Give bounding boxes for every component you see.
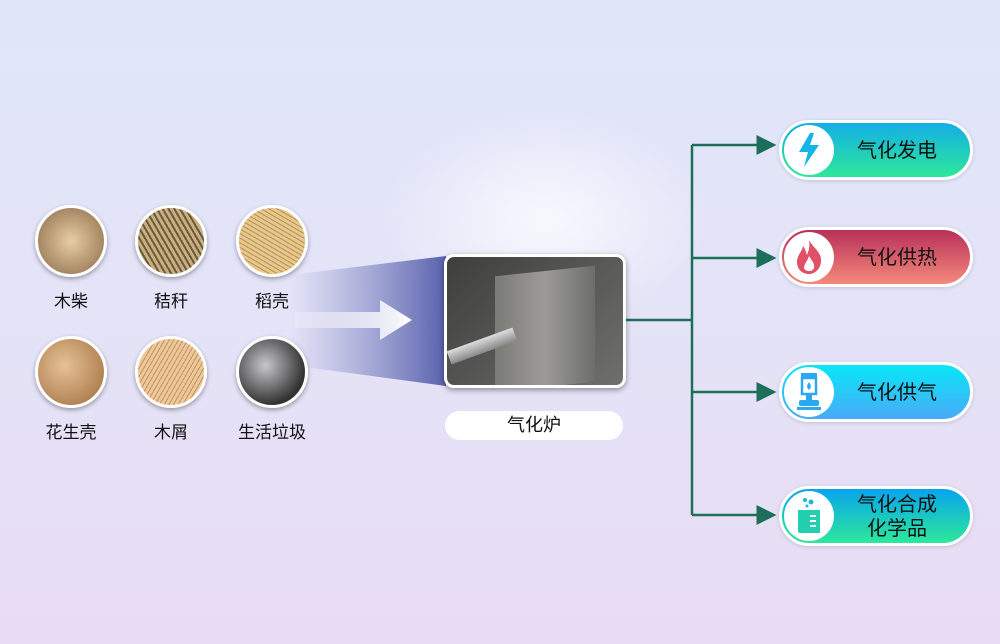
output-label-line2: 化学品 [867, 516, 927, 540]
output-label: 气化合成化学品 [834, 492, 970, 540]
flame-icon [784, 232, 834, 282]
sawdust-image [135, 336, 207, 408]
material-straw: 秸秆 [121, 205, 221, 312]
output-heat-supply[interactable]: 气化供热 [779, 227, 973, 287]
material-household-waste: 生活垃圾 [222, 336, 322, 443]
peanut-shell-image [35, 336, 107, 408]
gas-lamp-icon [784, 367, 834, 417]
material-sawdust: 木屑 [121, 336, 221, 443]
gasifier-label: 气化炉 [445, 411, 623, 440]
material-rice-husk: 稻壳 [222, 205, 322, 312]
firewood-image [35, 205, 107, 277]
output-gas-supply[interactable]: 气化供气 [779, 362, 973, 422]
output-power-generation[interactable]: 气化发电 [779, 120, 973, 180]
output-label: 气化发电 [857, 138, 937, 162]
beaker-icon [784, 491, 834, 541]
rice-husk-image [236, 205, 308, 277]
material-label: 生活垃圾 [238, 423, 306, 443]
material-peanut-shell: 花生壳 [21, 336, 121, 443]
gasifier-image [444, 254, 626, 388]
input-arrow [295, 300, 412, 340]
lightning-icon [784, 125, 834, 175]
material-label: 花生壳 [45, 423, 97, 443]
output-label-line1: 气化合成 [857, 492, 937, 516]
material-label: 秸秆 [154, 292, 188, 312]
material-label: 稻壳 [255, 292, 289, 312]
waste-image [236, 336, 308, 408]
material-label: 木柴 [54, 292, 88, 312]
output-label: 气化供热 [857, 245, 937, 269]
output-label: 气化供气 [857, 380, 937, 404]
branch-lines [626, 135, 777, 525]
material-firewood: 木柴 [21, 205, 121, 312]
material-label: 木屑 [154, 423, 188, 443]
output-chemical-synthesis[interactable]: 气化合成化学品 [779, 486, 973, 546]
straw-image [135, 205, 207, 277]
